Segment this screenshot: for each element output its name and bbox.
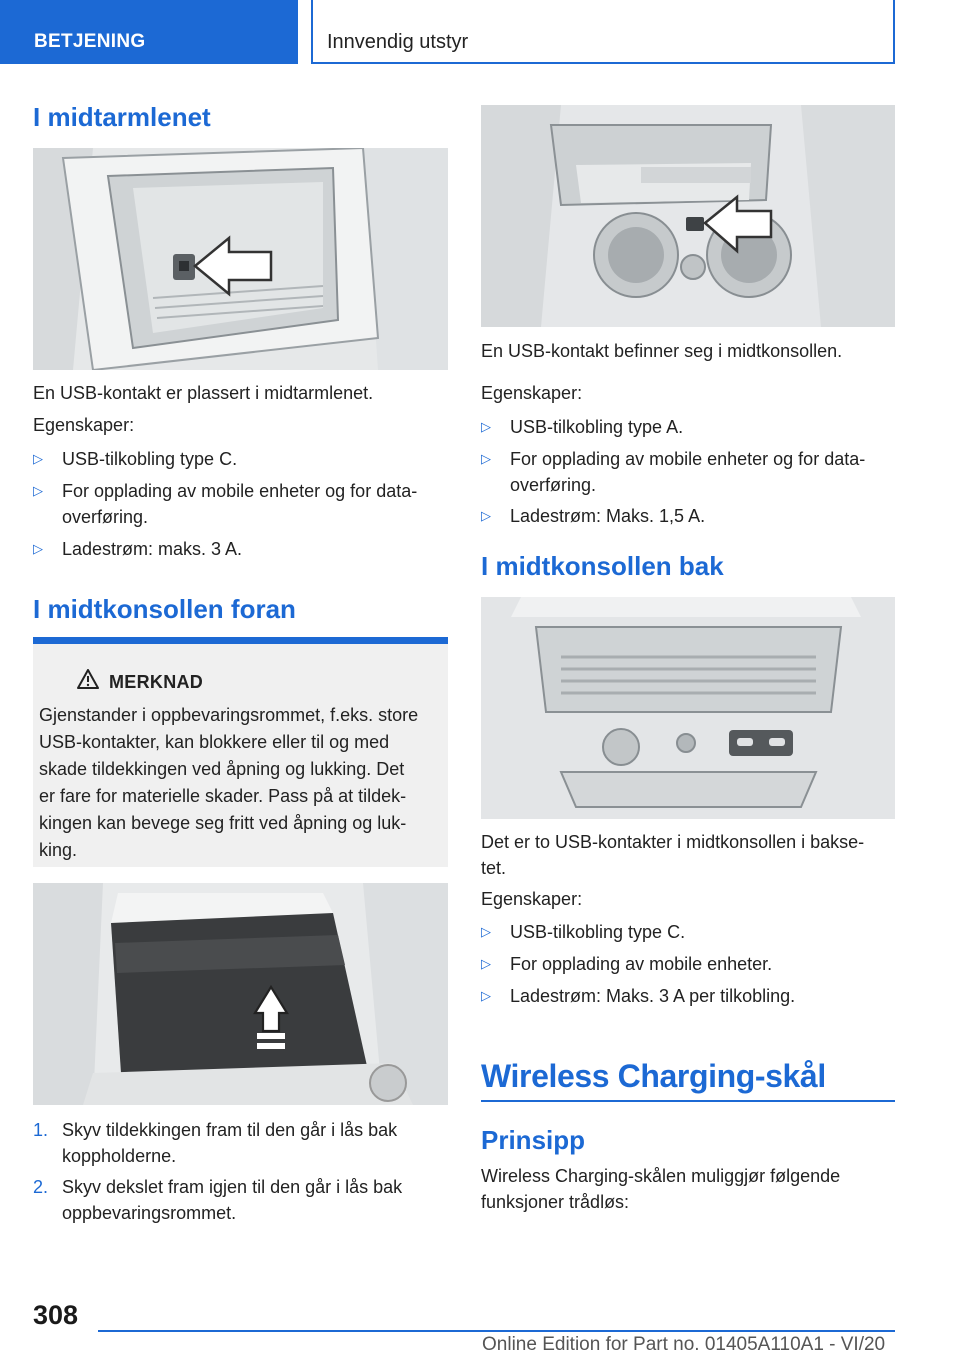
- armrest-intro: En USB-kontakt er plassert i midtarmlene…: [33, 383, 374, 403]
- notice-box: MERKNAD Gjenstander i oppbevaringsrommet…: [33, 637, 448, 867]
- rear-props-label: Egenskaper:: [481, 889, 583, 909]
- armrest-props-label: Egenskaper:: [33, 415, 135, 435]
- triangle-right-outline-icon: ▷: [481, 956, 491, 971]
- list-item: ▷ Ladestrøm: maks. 3 A.: [33, 536, 448, 562]
- list-item: ▷ USB-tilkobling type C.: [481, 919, 895, 945]
- principle-heading: Prinsipp: [481, 1125, 586, 1155]
- page-number: 308: [33, 1300, 79, 1330]
- chapter-tab: Innvendig utstyr: [311, 0, 895, 64]
- list-item: ▷ For opplading av mobile enheter og for…: [481, 446, 895, 498]
- step-text: Skyv dekslet fram igjen til den går i lå…: [62, 1177, 403, 1223]
- armrest-usb-photo: [33, 148, 448, 370]
- rear-console-usb-photo: [481, 597, 895, 819]
- triangle-right-outline-icon: ▷: [33, 541, 43, 556]
- list-item: ▷ USB-tilkobling type A.: [481, 414, 895, 440]
- list-item: ▷ USB-tilkobling type C.: [33, 446, 448, 472]
- front-console-usb-photo: [481, 105, 895, 327]
- heading-rule: [481, 1100, 895, 1102]
- triangle-right-outline-icon: ▷: [481, 451, 491, 466]
- notice-title: MERKNAD: [109, 672, 204, 692]
- list-item: ▷ Ladestrøm: Maks. 3 A per tilkobling.: [481, 983, 895, 1009]
- warning-triangle-icon: [77, 669, 99, 689]
- wireless-charging-heading: Wireless Charging-skål: [481, 1058, 826, 1094]
- notice-body: Gjenstander i oppbevaringsrommet, f.eks.…: [39, 705, 419, 860]
- console-cover-photo: [33, 883, 448, 1105]
- armrest-heading: I midtarmlenet: [33, 102, 211, 132]
- edition-text: Online Edition for Part no. 01405A110A1 …: [482, 1334, 886, 1355]
- triangle-right-outline-icon: ▷: [481, 988, 491, 1003]
- list-item: ▷ For opplading av mobile enheter.: [481, 951, 895, 977]
- step-number: 2.: [33, 1177, 49, 1197]
- chapter-title: Innvendig utstyr: [327, 31, 469, 53]
- front-props-label: Egenskaper:: [481, 383, 583, 403]
- triangle-right-outline-icon: ▷: [33, 483, 43, 498]
- front-console-caption: En USB-kontakt befinner seg i midtkonsol…: [481, 341, 843, 361]
- list-item: ▷ Ladestrøm: Maks. 1,5 A.: [481, 503, 895, 529]
- section-title: BETJENING: [34, 31, 146, 52]
- triangle-right-outline-icon: ▷: [33, 451, 43, 466]
- triangle-right-outline-icon: ▷: [481, 924, 491, 939]
- step-text: Skyv tildekkingen fram til den går i lås…: [62, 1120, 398, 1166]
- step-number: 1.: [33, 1120, 49, 1140]
- triangle-right-outline-icon: ▷: [481, 508, 491, 523]
- principle-text: Wireless Charging-skålen muliggjør følge…: [481, 1166, 841, 1212]
- footer-rule: [98, 1330, 895, 1332]
- front-console-heading: I midtkonsollen foran: [33, 594, 296, 624]
- rear-console-intro: Det er to USB-kontakter i midtkonsollen …: [481, 832, 865, 878]
- section-tab: BETJENING: [0, 0, 298, 64]
- list-item: ▷ For opplading av mobile enheter og for…: [33, 478, 448, 530]
- triangle-right-outline-icon: ▷: [481, 419, 491, 434]
- rear-console-heading: I midtkonsollen bak: [481, 551, 724, 581]
